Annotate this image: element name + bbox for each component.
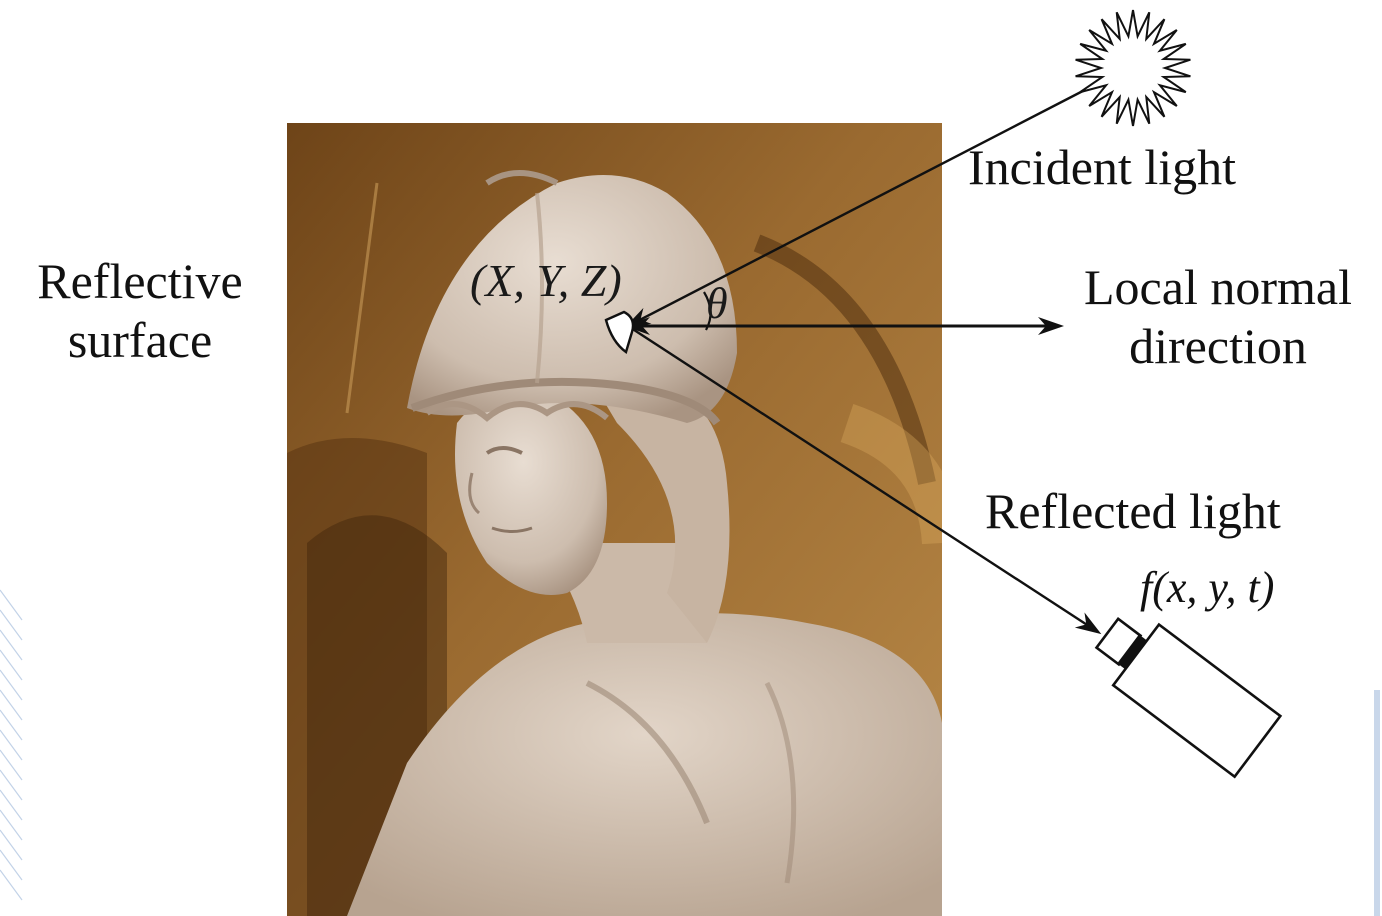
image-function-label: f(x, y, t): [1140, 562, 1274, 614]
local-normal-direction-label: Local normal direction: [1060, 258, 1376, 376]
angle-label: θ: [706, 278, 728, 330]
surface-patch-icon: [606, 312, 633, 352]
camera-icon: [1097, 619, 1281, 777]
reflective-surface-line-1: Reflective: [14, 252, 266, 311]
local-normal-line-1: Local normal: [1060, 258, 1376, 317]
incident-ray: [628, 78, 1108, 326]
surface-point-label: (X, Y, Z): [470, 254, 622, 308]
reflective-surface-label: Reflective surface: [14, 252, 266, 370]
local-normal-line-2: direction: [1060, 317, 1376, 376]
incident-light-label: Incident light: [968, 138, 1236, 197]
reflected-light-label: Reflected light: [985, 482, 1281, 541]
reflective-surface-line-2: surface: [14, 311, 266, 370]
reflected-ray: [628, 326, 1098, 632]
sun-burst-icon: [1076, 10, 1191, 126]
